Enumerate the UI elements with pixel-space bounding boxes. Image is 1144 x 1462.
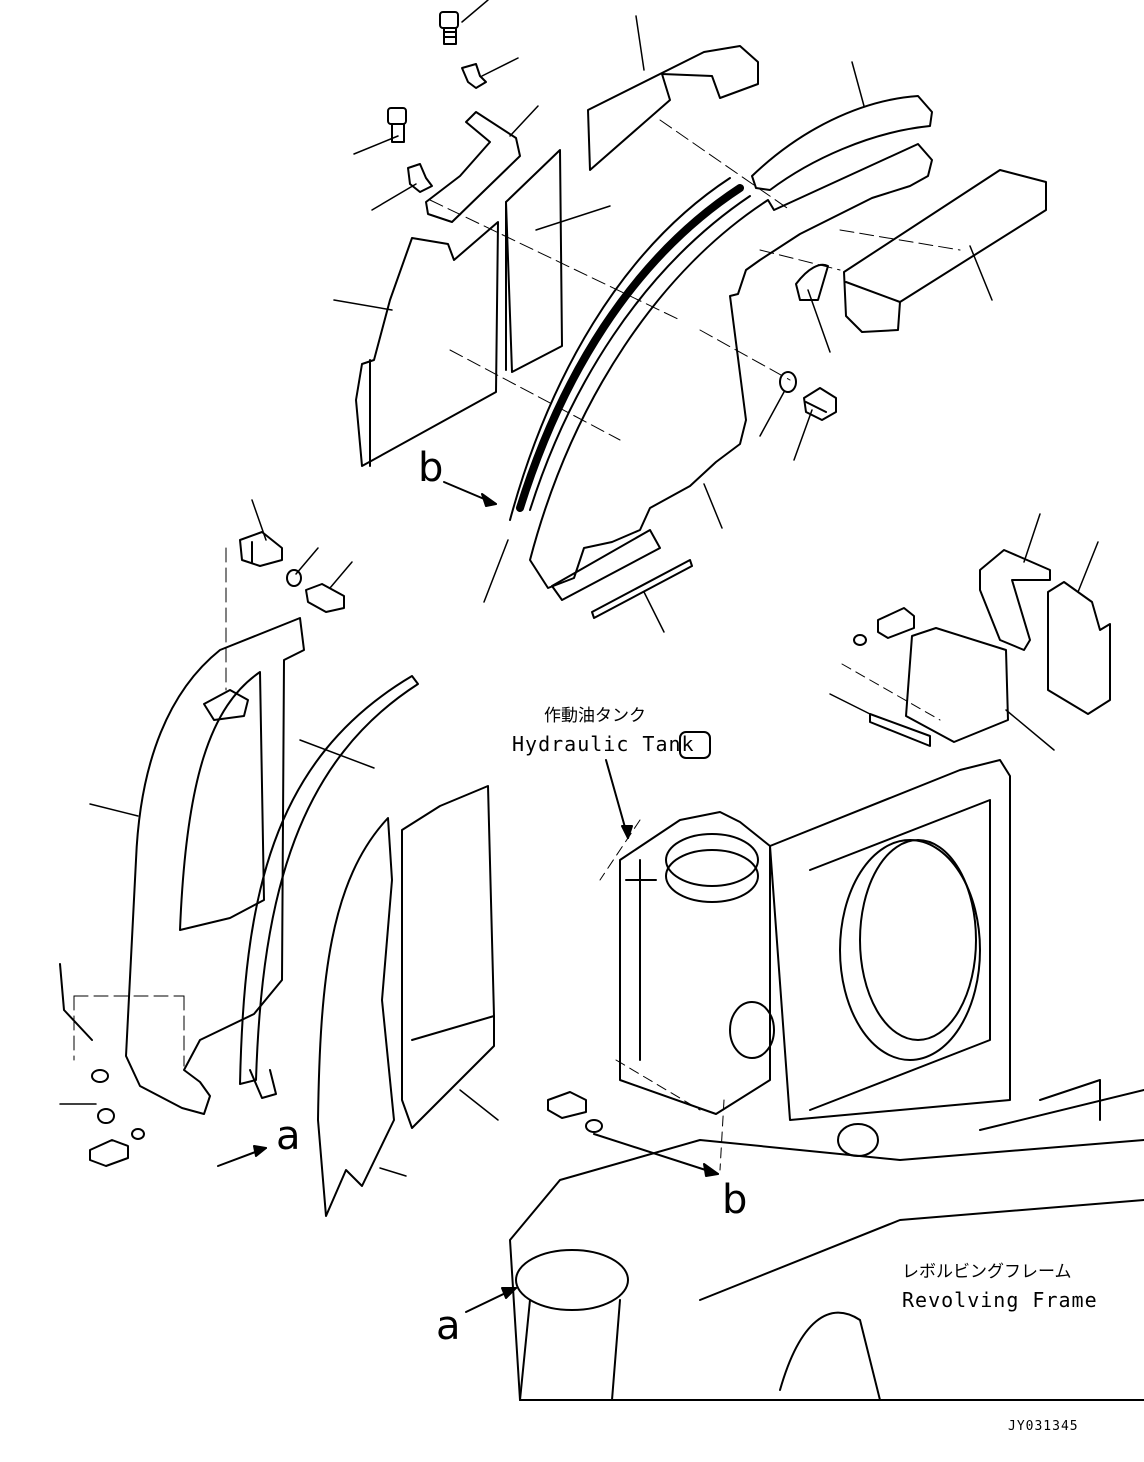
left-small-bolt bbox=[89, 1128, 145, 1167]
radiator-frame bbox=[769, 759, 1011, 1121]
main-fan-shroud bbox=[529, 143, 933, 601]
dash-lines-left bbox=[73, 547, 227, 1067]
hydraulic-tank-label-en: Hydraulic Tank bbox=[512, 732, 695, 756]
revolving-frame-label-jp: レボルビングフレーム bbox=[902, 1262, 1072, 1282]
top-bracket bbox=[425, 111, 521, 223]
view-a-callout-bottom: a bbox=[436, 1303, 461, 1349]
left-washer bbox=[286, 569, 302, 587]
right-e-panel bbox=[1047, 581, 1111, 715]
leader-lines-top bbox=[333, 0, 993, 633]
leader-lines-left bbox=[59, 499, 499, 1177]
top-panel-sheet bbox=[587, 45, 759, 171]
hydraulic-tank bbox=[619, 731, 775, 1115]
top-bolt-3 bbox=[803, 387, 837, 421]
left-bracket bbox=[239, 531, 283, 567]
dash-lines-frame bbox=[599, 663, 941, 1171]
small-curved-piece bbox=[795, 263, 829, 301]
right-bolt bbox=[853, 607, 915, 646]
arc-rubber-seal bbox=[509, 177, 751, 521]
hydraulic-tank-arrow bbox=[605, 759, 633, 839]
top-clip-2 bbox=[407, 163, 433, 193]
view-b-arrow-bottom bbox=[593, 1133, 719, 1177]
curved-trim bbox=[751, 95, 933, 191]
curved-side-panel bbox=[317, 817, 395, 1217]
right-bracket-plate bbox=[905, 627, 1009, 743]
top-washer bbox=[779, 371, 797, 393]
right-duct-foam bbox=[843, 169, 1047, 333]
view-a-arrow-bottom bbox=[465, 1287, 517, 1313]
arc-channel bbox=[239, 675, 419, 1099]
view-b-callout-top: b bbox=[418, 445, 444, 491]
revolving-frame-label-en: Revolving Frame bbox=[902, 1288, 1098, 1312]
document-id: JY031345 bbox=[1008, 1419, 1079, 1434]
top-bolt-1 bbox=[439, 11, 459, 45]
view-a-callout-left: a bbox=[276, 1113, 301, 1159]
right-bar bbox=[869, 713, 931, 747]
left-pillar-frame bbox=[125, 617, 305, 1115]
revolving-frame bbox=[509, 1079, 1144, 1401]
leader-lines-right bbox=[829, 513, 1099, 751]
long-rod bbox=[591, 559, 693, 619]
view-b-callout-bottom: b bbox=[722, 1177, 748, 1223]
top-bolt-2 bbox=[387, 107, 407, 143]
side-foam-block bbox=[401, 785, 495, 1129]
left-clip-set bbox=[59, 963, 115, 1124]
top-clip-1 bbox=[461, 63, 487, 89]
top-left-panel bbox=[355, 221, 499, 467]
view-a-arrow-left bbox=[217, 1145, 267, 1167]
hydraulic-tank-label-jp: 作動油タンク bbox=[544, 706, 646, 726]
frame-bolt bbox=[547, 1091, 603, 1133]
foam-strip bbox=[505, 149, 563, 373]
right-c-panel bbox=[979, 549, 1051, 651]
dash-lines-top bbox=[429, 119, 961, 441]
left-bolt bbox=[305, 583, 345, 613]
view-b-arrow-top bbox=[443, 481, 497, 507]
